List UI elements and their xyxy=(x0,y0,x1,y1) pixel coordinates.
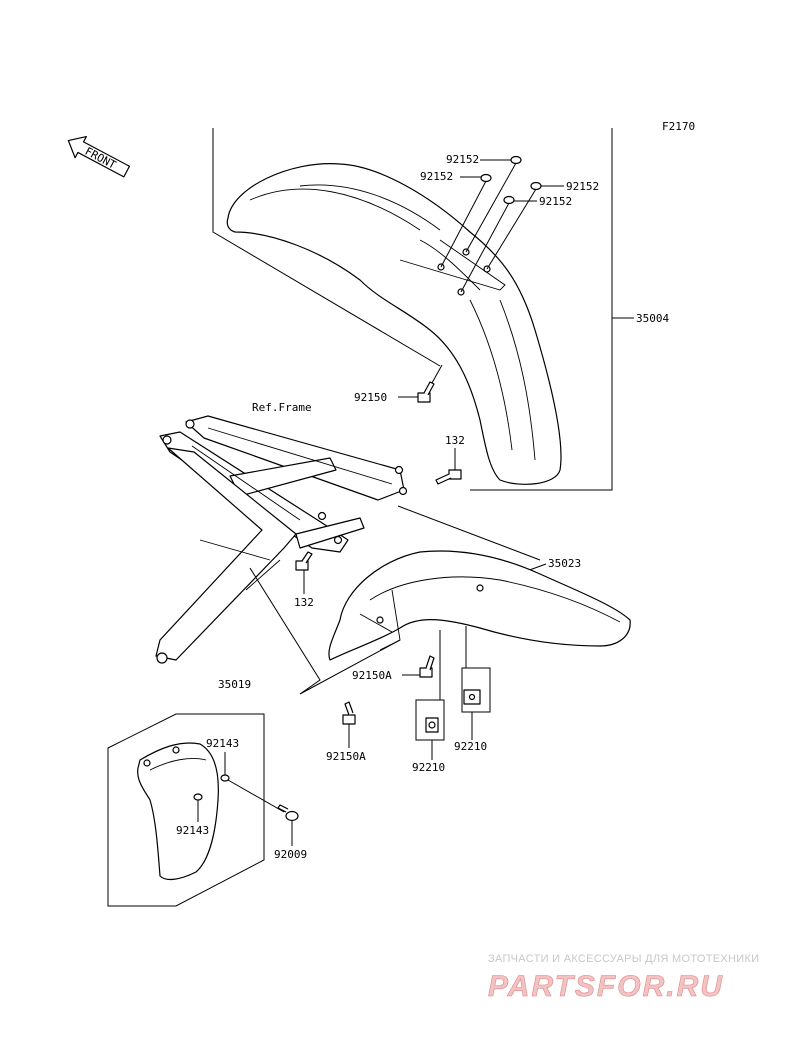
part-label-92152-d: 92152 xyxy=(539,195,572,208)
watermark-brand: PARTSFOR.RU xyxy=(488,970,724,1003)
washer-92143-b xyxy=(193,793,203,801)
part-label-132-a: 132 xyxy=(445,434,465,447)
part-label-92210-b: 92210 xyxy=(454,740,487,753)
front-arrow-label: FRONT xyxy=(83,145,119,172)
part-label-92143-b: 92143 xyxy=(176,824,209,837)
rear-fender xyxy=(328,550,631,661)
ref-frame-label: Ref.Frame xyxy=(252,401,312,414)
nut-92210-a xyxy=(425,717,439,733)
part-label-92009: 92009 xyxy=(274,848,307,861)
front-fender xyxy=(226,163,562,485)
watermark-tagline: ЗАПЧАСТИ И АКСЕССУАРЫ ДЛЯ МОТОТЕХНИКИ xyxy=(488,953,759,965)
mud-flap-group-outline xyxy=(107,713,265,907)
diagram-code: F2170 xyxy=(662,120,695,133)
washer-92152-group xyxy=(440,155,542,293)
bolt-132-b xyxy=(295,551,313,571)
part-label-92152-a: 92152 xyxy=(446,153,479,166)
bolt-92150A-b xyxy=(342,701,356,725)
rear-fender-group-outline xyxy=(249,505,541,695)
screw-92009 xyxy=(277,804,299,822)
bolt-92150 xyxy=(417,364,443,403)
nut-92210-b xyxy=(463,689,481,705)
bolt-92150A-a xyxy=(419,655,435,678)
front-fender-group-outline xyxy=(212,128,613,491)
part-label-132-b: 132 xyxy=(294,596,314,609)
bolt-132-a xyxy=(435,469,462,485)
mud-flap xyxy=(137,742,219,881)
part-label-35023: 35023 xyxy=(548,557,581,570)
part-label-35019: 35019 xyxy=(218,678,251,691)
part-label-92210-a: 92210 xyxy=(412,761,445,774)
part-label-92152-b: 92152 xyxy=(420,170,453,183)
frame xyxy=(155,415,408,664)
front-arrow-icon: FRONT xyxy=(67,135,131,178)
part-label-92150: 92150 xyxy=(354,391,387,404)
part-label-92150A-a: 92150A xyxy=(352,669,392,682)
washer-92143-a xyxy=(220,774,230,782)
part-label-35004: 35004 xyxy=(636,312,669,325)
part-label-92143-a: 92143 xyxy=(206,737,239,750)
part-label-92150A-b: 92150A xyxy=(326,750,366,763)
part-label-92152-c: 92152 xyxy=(566,180,599,193)
